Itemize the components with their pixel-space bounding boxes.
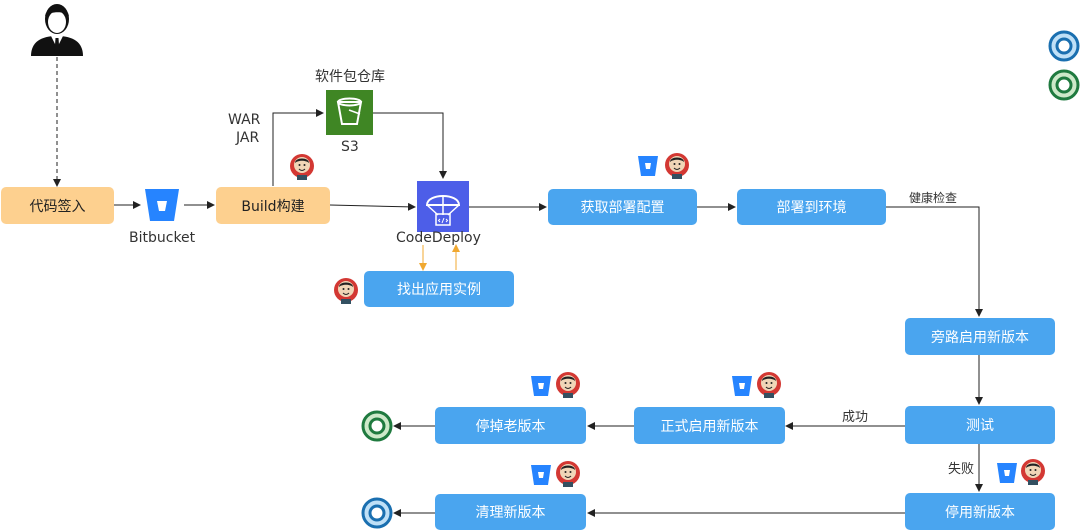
jenkins-icon xyxy=(556,372,580,398)
jenkins-icon xyxy=(556,461,580,487)
codedeploy-icon xyxy=(417,181,469,232)
bitbucket-icon xyxy=(531,376,551,396)
end-circle-icon xyxy=(1048,30,1080,62)
stop-old-label: 停掉老版本 xyxy=(475,418,546,435)
deploy-env-label: 部署到环境 xyxy=(776,200,847,216)
build-to-s3-arrow xyxy=(272,109,324,186)
end-circle-icon xyxy=(361,410,393,442)
disable-new-node[interactable]: 停用新版本 xyxy=(905,493,1055,530)
formal-new-label: 正式启用新版本 xyxy=(660,418,759,435)
clean-new-label: 清理新版本 xyxy=(475,505,546,521)
jenkins-icon xyxy=(334,278,358,304)
war-label: WAR xyxy=(228,112,261,128)
bitbucket-icon xyxy=(145,189,179,221)
end-circle-icon xyxy=(1048,69,1080,101)
build-to-codedeploy-arrow xyxy=(329,202,416,211)
jar-label: JAR xyxy=(236,130,260,146)
bitbucket-icon xyxy=(638,156,658,176)
jenkins-icon xyxy=(290,154,314,180)
bitbucket-icon xyxy=(997,463,1017,483)
success-label: 成功 xyxy=(842,410,869,425)
clean-new-node[interactable]: 清理新版本 xyxy=(435,494,586,530)
disable-new-label: 停用新版本 xyxy=(945,504,1015,521)
bypass-new-node[interactable]: 旁路启用新版本 xyxy=(905,318,1055,355)
build-node[interactable]: Build构建 xyxy=(216,187,330,224)
repo-title: 软件包仓库 xyxy=(315,69,385,85)
checkin-label: 代码签入 xyxy=(29,198,86,215)
jenkins-icon xyxy=(757,372,781,398)
bitbucket-icon xyxy=(531,465,551,485)
test-label: 测试 xyxy=(966,418,994,434)
s3-to-codedeploy-arrow xyxy=(373,112,447,179)
build-label: Build构建 xyxy=(241,198,305,215)
bypass-new-label: 旁路启用新版本 xyxy=(931,329,1029,346)
s3-bucket-icon xyxy=(326,90,373,135)
bitbucket-icon xyxy=(732,376,752,396)
failure-label: 失败 xyxy=(948,462,975,477)
find-instances-node[interactable]: 找出应用实例 xyxy=(364,271,514,307)
deploy-to-bypass-arrow xyxy=(886,206,983,317)
end-circle-icon xyxy=(361,497,393,529)
bitbucket-label: Bitbucket xyxy=(129,230,196,246)
formal-new-node[interactable]: 正式启用新版本 xyxy=(634,407,785,444)
codedeploy-label: CodeDeploy xyxy=(396,230,481,246)
find-instances-label: 找出应用实例 xyxy=(397,282,481,298)
stop-old-node[interactable]: 停掉老版本 xyxy=(435,407,586,444)
jenkins-icon xyxy=(1021,459,1045,485)
health-check-label: 健康检查 xyxy=(909,191,958,205)
s3-label: S3 xyxy=(341,139,359,155)
test-node[interactable]: 测试 xyxy=(905,406,1055,444)
deploy-env-node[interactable]: 部署到环境 xyxy=(737,189,886,225)
jenkins-icon xyxy=(665,153,689,179)
get-config-label: 获取部署配置 xyxy=(580,200,665,216)
get-config-node[interactable]: 获取部署配置 xyxy=(548,189,697,225)
user-icon xyxy=(31,4,83,56)
checkin-node[interactable]: 代码签入 xyxy=(1,187,114,224)
